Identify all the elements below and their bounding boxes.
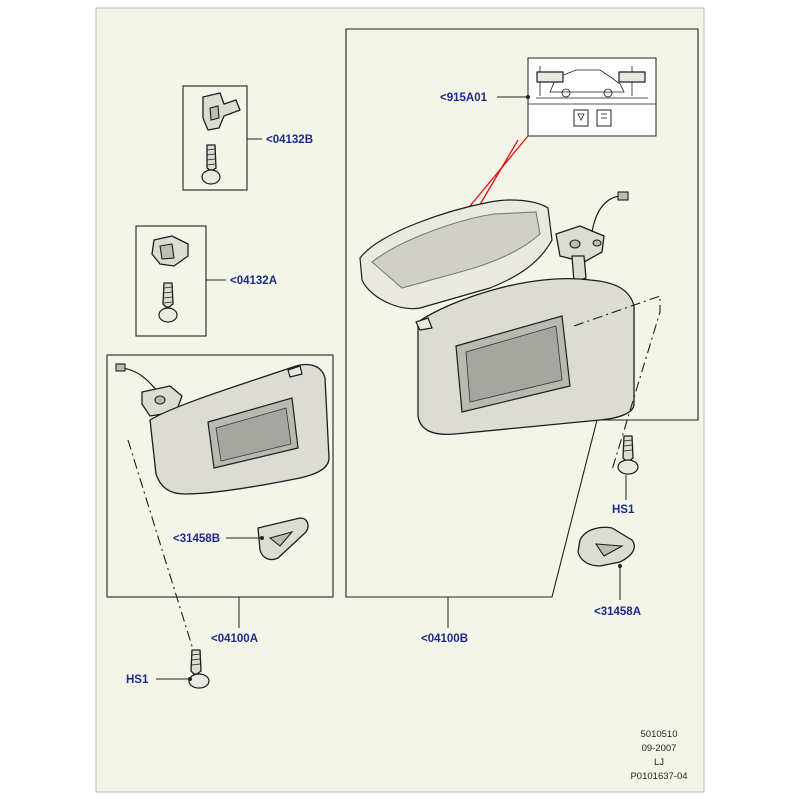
callout-hs1-left: HS1 [126,674,149,686]
centerline-left [127,439,201,673]
hook-bracket-04132B [202,92,241,131]
frame-04100A [106,354,334,598]
callout-04100B: <04100B [421,633,468,645]
screw-HS1-right [617,435,639,475]
callout-hs1-right: HS1 [612,504,635,516]
hook-bracket-04132A [151,235,189,267]
footer-date: 09-2007 [642,743,677,754]
screw-04132B [201,144,221,185]
frame-04132B [182,85,248,191]
retaining-clip-31458A [577,526,635,567]
footer-part-number: 5010510 [641,729,678,740]
frame-04132A [135,225,207,337]
footer-illustration-id: P0101637-04 [630,771,687,782]
screw-04132A [158,282,178,323]
callout-04100A: <04100A [211,633,258,645]
label-leader-b [477,139,519,209]
callout-915A01: <915A01 [440,92,488,104]
warning-label-915A01 [527,57,657,137]
footer-model: LJ [654,757,664,768]
sun-visor-right-04100B [359,191,635,436]
callout-04132A: <04132A [230,275,277,287]
callout-31458A: <31458A [594,606,641,618]
callout-31458B: <31458B [173,533,220,545]
retaining-clip-31458B [257,517,309,561]
sun-visor-left-04100A [115,363,330,495]
screw-HS1-left [188,649,210,689]
callout-04132B: <04132B [266,134,313,146]
label-leader-a [469,135,529,207]
centerline-right [573,295,661,471]
